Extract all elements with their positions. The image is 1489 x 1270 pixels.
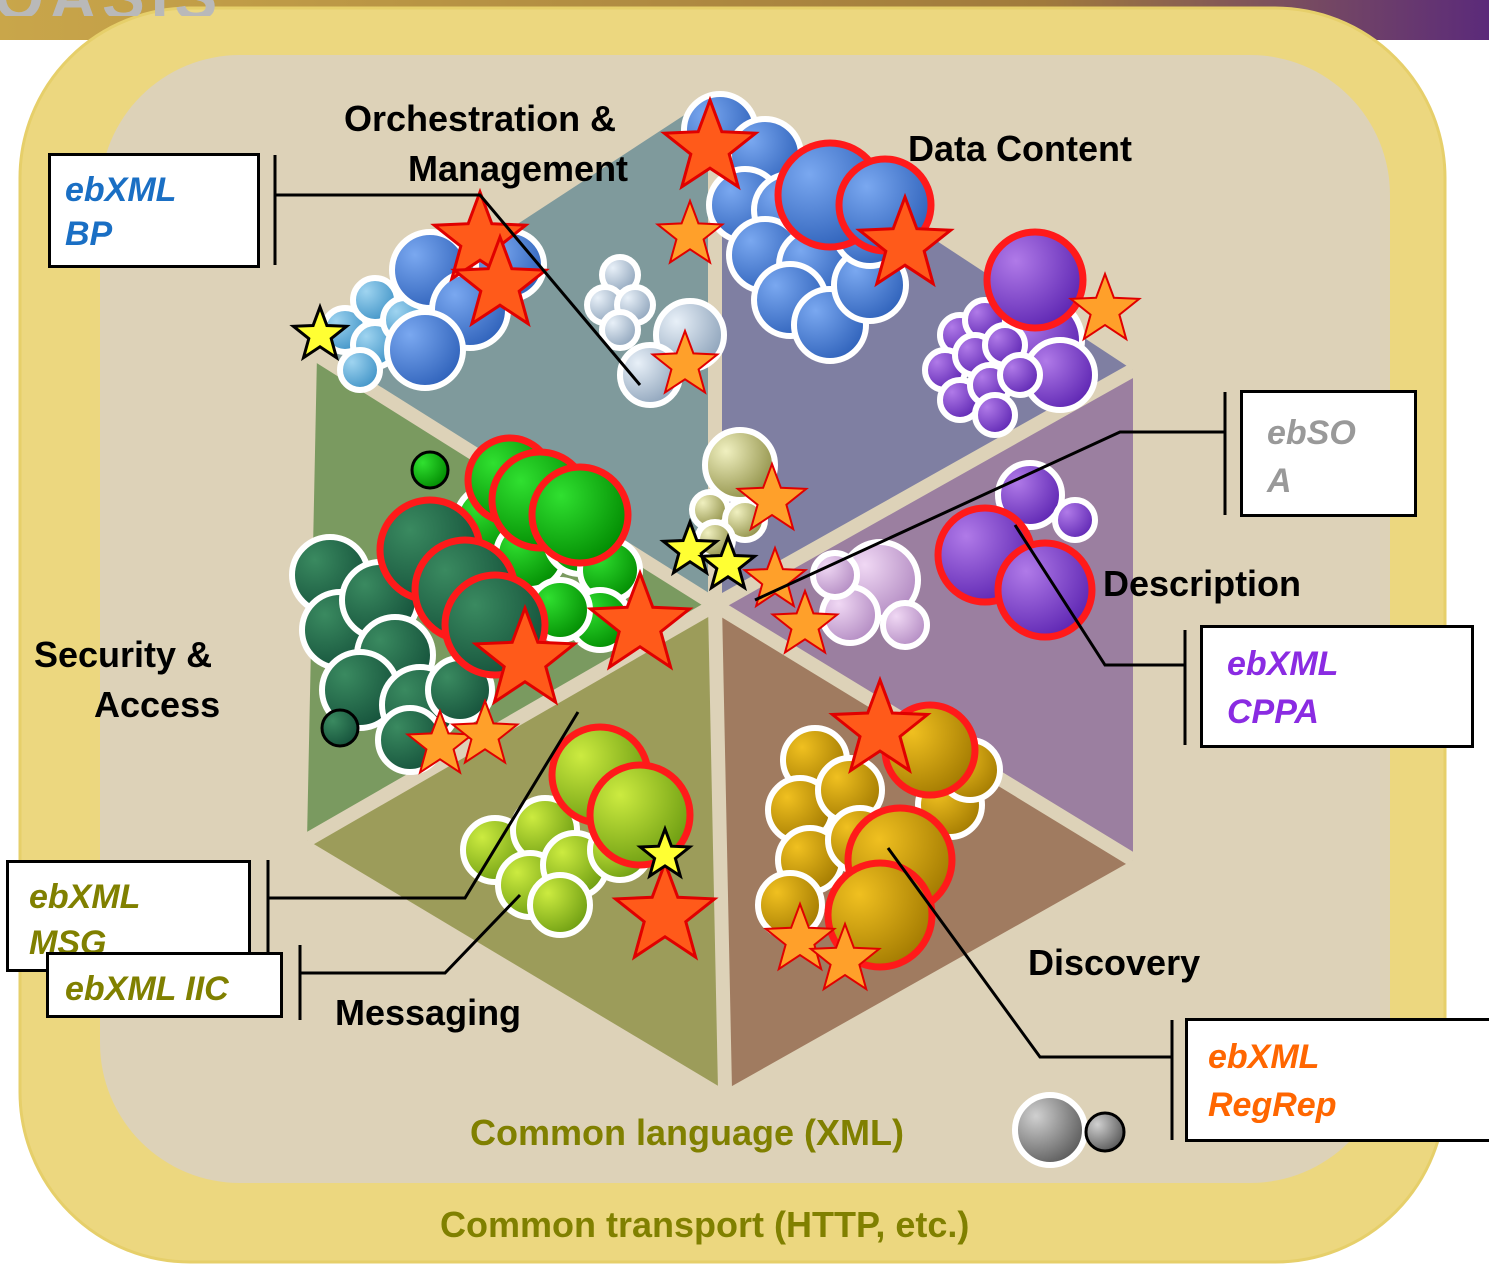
language-bubble-small — [1084, 1111, 1126, 1153]
spec-ebsoa-line1: ebSO — [1267, 414, 1356, 452]
spec-box-ebsoa: ebSO A — [1240, 390, 1417, 517]
label-data-content: Data Content — [908, 128, 1132, 169]
language-bubble-large — [1012, 1092, 1088, 1168]
star-icon — [763, 901, 837, 972]
spec-box-cppa: ebXML CPPA — [1200, 625, 1474, 748]
oasis-logo-text: OASIS — [0, 0, 223, 16]
star-icon — [660, 95, 760, 191]
stars — [289, 95, 1142, 992]
label-discovery: Discovery — [1028, 942, 1201, 983]
connector-ebsoa — [754, 430, 1225, 602]
star-icon — [855, 192, 955, 288]
spec-regrep-line2: RegRep — [1208, 1086, 1337, 1124]
star-icon — [450, 232, 550, 328]
connector-msg — [268, 711, 580, 900]
spec-box-regrep: ebXML RegRep — [1185, 1018, 1489, 1142]
label-common-language: Common language (XML) — [470, 1112, 904, 1153]
star-icon — [586, 568, 694, 671]
oasis-logo: OASIS — [0, 0, 223, 16]
star-icon — [735, 461, 809, 532]
star-icon — [769, 588, 841, 655]
spec-ebsoa-line2: A — [1267, 462, 1292, 500]
star-icon — [611, 858, 719, 961]
star-icon — [808, 921, 882, 992]
label-common-transport: Common transport (HTTP, etc.) — [440, 1204, 970, 1245]
label-access: Access — [94, 684, 221, 725]
label-management: Management — [408, 148, 629, 189]
spec-iic-line1: ebXML IIC — [65, 970, 229, 1008]
spec-msg-line1: ebXML — [29, 878, 141, 916]
spec-bp-line2: BP — [65, 215, 113, 253]
label-security: Security & — [34, 634, 213, 675]
connector-bp — [275, 193, 642, 386]
star-icon — [636, 824, 694, 880]
star-icon — [654, 198, 726, 265]
label-description: Description — [1103, 563, 1302, 604]
label-messaging: Messaging — [335, 992, 522, 1033]
star-icon — [649, 328, 721, 395]
connector-lines — [266, 155, 1227, 1140]
spec-regrep-line1: ebXML — [1208, 1038, 1320, 1076]
star-icon — [449, 698, 521, 765]
star-icon — [659, 517, 721, 577]
star-icon — [828, 675, 932, 774]
star-icon — [697, 532, 759, 592]
spec-cppa-line1: ebXML — [1227, 645, 1339, 683]
connector-iic — [300, 893, 522, 975]
star-icon — [741, 545, 809, 609]
connector-regrep — [886, 847, 1172, 1059]
spec-box-bp: ebXML BP — [48, 153, 260, 268]
star-icon — [471, 603, 579, 706]
star-icon — [289, 302, 351, 362]
spec-cppa-line2: CPPA — [1227, 693, 1319, 731]
segment-orchestration — [317, 95, 715, 605]
connector-cppa — [1013, 524, 1185, 667]
star-icon — [430, 187, 530, 283]
spec-bp-line1: ebXML — [65, 171, 177, 209]
spec-box-iic: ebXML IIC — [46, 952, 283, 1018]
star-icon — [1068, 271, 1142, 342]
label-orchestration: Orchestration & — [344, 98, 617, 139]
highlighted-bubbles — [376, 139, 1096, 971]
